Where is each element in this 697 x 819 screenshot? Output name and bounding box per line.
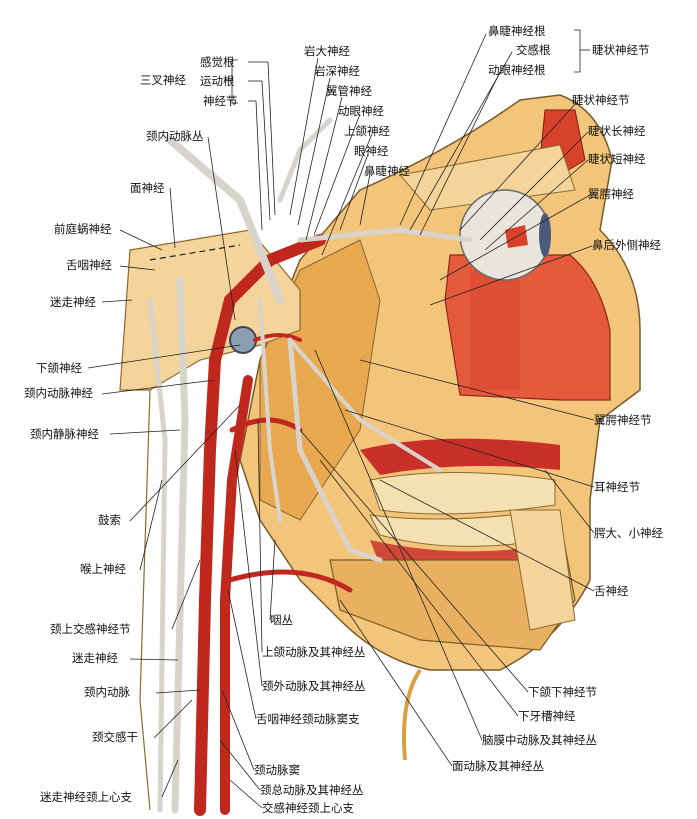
label-sensory-root: 感觉根 — [200, 55, 235, 69]
label-vagus-superior-cardiac-branch: 迷走神经颈上心支 — [40, 790, 132, 804]
trigeminal-group-label: 三叉神经 — [140, 73, 186, 87]
label-long-ciliary-nerve: 睫状长神经 — [588, 124, 646, 138]
label-common-carotid-plexus: 颈总动脉及其神经丛 — [260, 783, 364, 797]
label-pterygoid-canal-nerve: 翼管神经 — [326, 84, 372, 98]
label-carotid-sinus: 颈动脉窦 — [254, 763, 300, 777]
label-pterygopalatine-ganglion: 翼腭神经节 — [594, 413, 652, 427]
label-middle-meningeal-plexus: 脑膜中动脉及其神经丛 — [482, 733, 597, 747]
neck-outline — [139, 389, 151, 811]
eyeball — [459, 189, 551, 281]
label-vestibulocochlear-nerve: 前庭蜗神经 — [54, 222, 112, 236]
label-oculomotor-nerve: 动眼神经 — [338, 104, 384, 118]
nerves — [147, 117, 473, 814]
leader-lines — [87, 29, 595, 809]
label-lingual-nerve: 舌神经 — [594, 584, 629, 598]
label-internal-carotid-nerve: 颈内动脉神经 — [24, 386, 93, 400]
arteries — [194, 234, 353, 816]
label-short-ciliary-nerve: 睫状短神经 — [588, 152, 646, 166]
label-facial-nerve: 面神经 — [130, 181, 165, 195]
label-superior-laryngeal-nerve: 喉上神经 — [80, 562, 126, 576]
label-submandibular-ganglion: 下颌下神经节 — [528, 685, 597, 699]
label-internal-jugular-nerve: 颈内静脉神经 — [30, 427, 99, 441]
label-internal-carotid-artery: 颈内动脉 — [84, 685, 130, 699]
label-vagus-nerve-upper: 迷走神经 — [50, 295, 96, 309]
label-pharyngeal-plexus: 咽丛 — [270, 613, 293, 627]
label-nasociliary-root: 鼻睫神经根 — [488, 24, 546, 38]
label-maxillary-artery-plexus: 上颌动脉及其神经丛 — [262, 645, 366, 659]
label-ciliary-ganglion: 睫状神经节 — [572, 93, 630, 107]
label-otic-ganglion: 耳神经节 — [594, 480, 640, 494]
label-greater-lesser-palatine-nerves: 腭大、小神经 — [594, 526, 663, 540]
label-mandibular-nerve: 下颌神经 — [36, 361, 82, 375]
label-external-carotid-plexus: 颈外动脉及其神经丛 — [262, 679, 366, 693]
label-facial-artery-plexus: 面动脉及其神经丛 — [452, 759, 544, 773]
label-motor-root: 运动根 — [200, 74, 235, 88]
label-sympathetic-root: 交感根 — [516, 43, 551, 57]
label-vagus-nerve-lower: 迷走神经 — [72, 651, 118, 665]
label-pterygopalatine-nerve: 翼腭神经 — [588, 187, 634, 201]
label-trigeminal-ganglion: 神经节 — [203, 94, 238, 108]
label-ophthalmic-nerve: 眼神经 — [354, 144, 389, 158]
neck-skin-edge — [402, 668, 422, 761]
label-chorda-tympani: 鼓索 — [98, 513, 121, 527]
label-posterior-lateral-nasal-nerve: 鼻后外侧神经 — [592, 238, 661, 252]
label-glossopharyngeal-carotid-sinus-branch: 舌咽神经颈动脉窦支 — [256, 712, 360, 726]
label-cervical-sympathetic-trunk: 颈交感干 — [92, 730, 138, 744]
label-greater-petrosal-nerve: 岩大神经 — [304, 44, 350, 58]
label-inferior-alveolar-nerve: 下牙槽神经 — [518, 709, 576, 723]
label-deep-petrosal-nerve: 岩深神经 — [314, 64, 360, 78]
mandible — [329, 509, 576, 651]
label-sympathetic-superior-cardiac-branch: 交感神经颈上心支 — [262, 801, 354, 815]
label-nasociliary-nerve: 鼻睫神经 — [364, 164, 410, 178]
label-superior-cervical-ganglion: 颈上交感神经节 — [50, 622, 131, 636]
label-maxillary-nerve: 上颌神经 — [344, 124, 390, 138]
label-glossopharyngeal-nerve: 舌咽神经 — [66, 258, 112, 272]
ciliary-ganglion-group-label: 睫状神经节 — [592, 43, 650, 57]
label-internal-carotid-plexus: 颈内动脉丛 — [146, 129, 204, 143]
label-oculomotor-root: 动眼神经根 — [488, 63, 546, 77]
